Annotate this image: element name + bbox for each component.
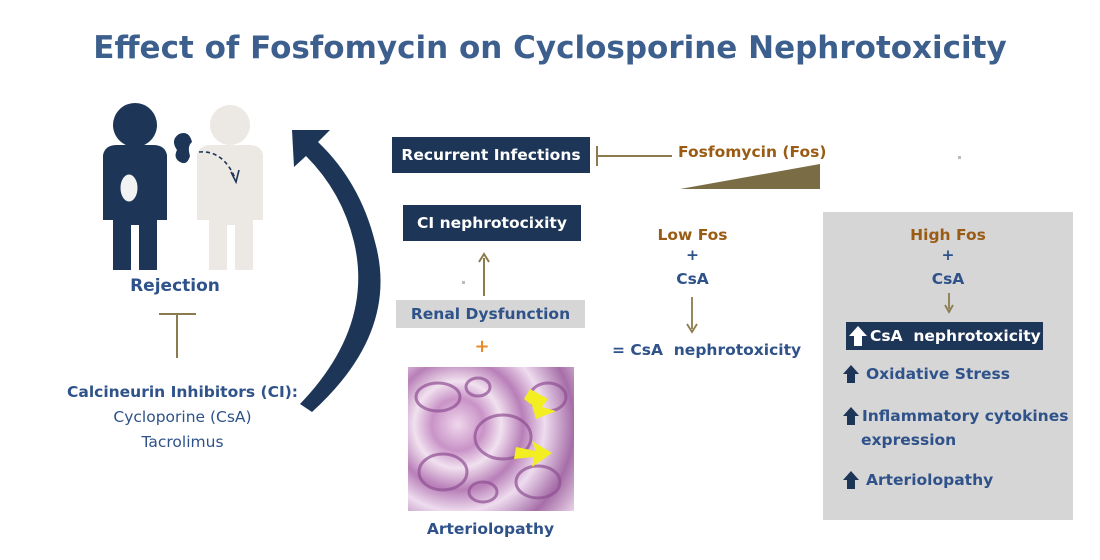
kidney-histology-image — [408, 367, 574, 511]
yellow-arrow-icon — [514, 441, 552, 467]
decorative-dot — [462, 281, 465, 284]
up-arrow-icon — [843, 365, 859, 383]
ci-nephrotoxicity-box: CI nephrotocixity — [403, 205, 581, 241]
ci-title: Calcineurin Inhibitors (CI): — [66, 383, 298, 401]
high-fos-down-arrow — [944, 293, 954, 314]
orange-plus: + — [474, 336, 490, 357]
effect-inflammatory-cytokines: Inflammatory cytokines — [842, 406, 1068, 426]
renal-dysfunction-label: Renal Dysfunction — [396, 300, 585, 328]
yellow-arrow-icon — [524, 389, 556, 419]
inhibition-symbol — [159, 313, 196, 358]
dose-gradient-wedge — [680, 164, 820, 189]
curved-feedback-arrow — [292, 130, 381, 412]
low-fos-csa: CsA — [676, 270, 709, 288]
arteriolopathy-caption: Arteriolopathy — [426, 520, 555, 538]
decorative-dot — [958, 156, 961, 159]
renal-to-ci-arrow — [478, 252, 490, 296]
high-fos-csa: CsA — [931, 270, 965, 288]
high-fos-panel — [823, 212, 1073, 520]
up-arrow-icon — [849, 326, 867, 346]
fosfomycin-inhibition-line — [596, 146, 672, 166]
high-fos-label: High Fos — [910, 226, 986, 244]
high-fos-nephrotoxicity-box: CsA nephrotoxicity — [846, 322, 1043, 350]
kidney-icon — [173, 133, 192, 164]
ci-item-cyclosporine: Cycloporine (CsA) — [113, 408, 252, 426]
recurrent-infections-box: Recurrent Infections — [392, 137, 590, 173]
up-arrow-icon — [843, 407, 859, 425]
recipient-figure — [103, 103, 167, 270]
transfer-arrow — [198, 151, 236, 179]
donor-figure — [197, 105, 263, 270]
low-fos-label: Low Fos — [657, 226, 728, 244]
high-fos-plus: + — [941, 246, 955, 264]
low-fos-down-arrow — [686, 297, 698, 334]
effect-arteriolopathy: Arteriolopathy — [842, 470, 993, 490]
effect-oxidative-stress: Oxidative Stress — [842, 364, 1010, 384]
low-fos-result: = CsA nephrotoxicity — [612, 341, 802, 359]
rejection-label: Rejection — [130, 276, 220, 296]
high-fos-effect-nephrotoxicity: CsA nephrotoxicity — [870, 327, 1041, 345]
low-fos-plus: + — [686, 246, 699, 264]
effect-oxidative-stress-label: Oxidative Stress — [866, 365, 1010, 383]
effect-arteriolopathy-label: Arteriolopathy — [866, 471, 994, 489]
effect-inflammatory-cytokines-label: Inflammatory cytokines — [862, 407, 1069, 425]
page-title: Effect of Fosfomycin on Cyclosporine Nep… — [93, 30, 1007, 66]
effect-expression-label: expression — [861, 431, 957, 449]
ci-item-tacrolimus: Tacrolimus — [141, 433, 224, 451]
fosfomycin-label: Fosfomycin (Fos) — [678, 143, 827, 161]
up-arrow-icon — [843, 471, 859, 489]
transplant-figures-illustration — [103, 103, 263, 270]
